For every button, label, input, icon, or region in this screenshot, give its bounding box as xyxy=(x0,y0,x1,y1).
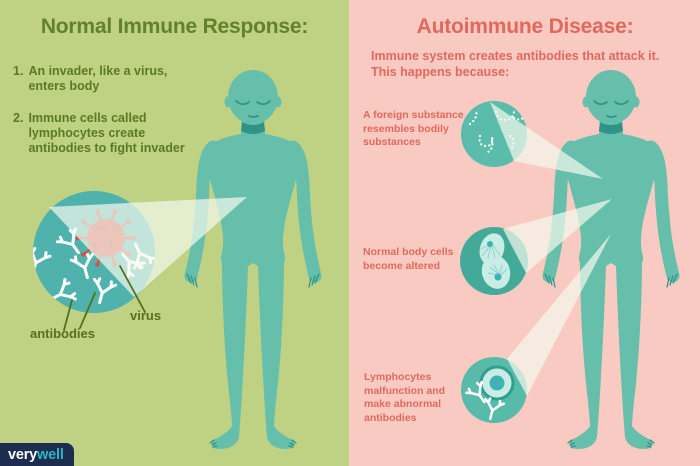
callout-text-foreign-substance: A foreign substance resembles bodily sub… xyxy=(363,109,464,148)
human-figure-left xyxy=(187,70,319,449)
callout-text-lymphocytes: Lymphocytes malfunction and make abnorma… xyxy=(364,371,446,424)
list-item-1-number: 1. xyxy=(13,64,24,78)
label-connector-lines xyxy=(63,265,146,331)
list-item-2-number: 2. xyxy=(13,111,24,125)
antibodies-label: antibodies xyxy=(30,326,96,341)
callout-text-altered-cells: Normal body cells become altered xyxy=(363,246,454,272)
human-figure-right xyxy=(545,70,677,449)
left-panel-title: Normal Immune Response: xyxy=(40,15,309,38)
list-item-2-text: Immune cells called lymphocytes create a… xyxy=(28,111,185,155)
callout-circle-lymphocyte xyxy=(461,357,527,423)
light-beam-right-1 xyxy=(490,102,603,179)
right-panel-title: Autoimmune Disease: xyxy=(416,15,634,38)
light-beam-right-3 xyxy=(507,234,611,396)
logo-text-very: very xyxy=(8,446,38,463)
light-beam-left xyxy=(49,197,247,297)
logo-text-well: well xyxy=(37,446,64,463)
list-item-1-text: An invader, like a virus, enters body xyxy=(28,64,168,93)
virus-label: virus xyxy=(130,308,162,323)
list-item-1: 1. An invader, like a virus, enters body xyxy=(13,64,167,94)
list-item-2: 2. Immune cells called lymphocytes creat… xyxy=(13,111,185,156)
right-panel-intro: Immune system creates antibodies that at… xyxy=(371,49,660,79)
light-beam-right-2 xyxy=(503,199,612,273)
